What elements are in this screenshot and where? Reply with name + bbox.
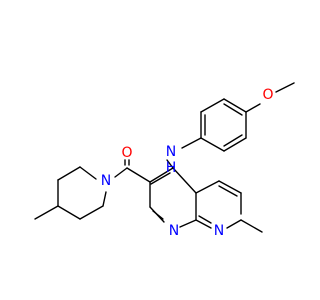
bond bbox=[245, 103, 261, 113]
structure-svg: O O N H N N N bbox=[34, 82, 295, 239]
bond bbox=[57, 205, 81, 220]
bond bbox=[34, 205, 59, 220]
bond bbox=[200, 98, 225, 113]
bond bbox=[181, 137, 202, 149]
bond bbox=[226, 219, 242, 229]
carbonyl-oxygen-label: O bbox=[121, 145, 132, 161]
bond bbox=[275, 82, 295, 93]
bond bbox=[79, 205, 104, 220]
atom-labels: O O N H N N N bbox=[101, 87, 274, 239]
bond bbox=[198, 215, 212, 224]
bond bbox=[126, 167, 151, 183]
bond bbox=[195, 180, 220, 194]
ring-nitrogen-label: N bbox=[214, 223, 224, 239]
bond bbox=[223, 103, 243, 116]
bond bbox=[218, 180, 242, 194]
bond bbox=[149, 167, 174, 183]
bond bbox=[195, 219, 212, 229]
bond bbox=[179, 219, 197, 228]
bond bbox=[223, 137, 247, 152]
bond bbox=[172, 167, 197, 194]
amine-hydrogen-label: H bbox=[166, 160, 177, 176]
bond bbox=[200, 137, 225, 152]
bond bbox=[152, 210, 164, 220]
molecule-diagram: O O N H N N N bbox=[34, 82, 295, 239]
bond bbox=[79, 166, 97, 180]
amine-nitrogen-label: N bbox=[166, 144, 176, 160]
bond bbox=[223, 98, 247, 113]
bond bbox=[114, 167, 128, 178]
bond bbox=[57, 166, 81, 181]
bond-layer bbox=[34, 82, 295, 233]
bond bbox=[150, 172, 171, 185]
bond bbox=[223, 134, 243, 147]
methoxy-oxygen-label: O bbox=[262, 87, 273, 103]
ring-nitrogen-label: N bbox=[169, 223, 179, 239]
bond bbox=[102, 191, 107, 207]
bond bbox=[240, 219, 263, 233]
bond bbox=[166, 159, 174, 169]
bond bbox=[218, 185, 238, 197]
piperidine-nitrogen-label: N bbox=[101, 173, 111, 189]
